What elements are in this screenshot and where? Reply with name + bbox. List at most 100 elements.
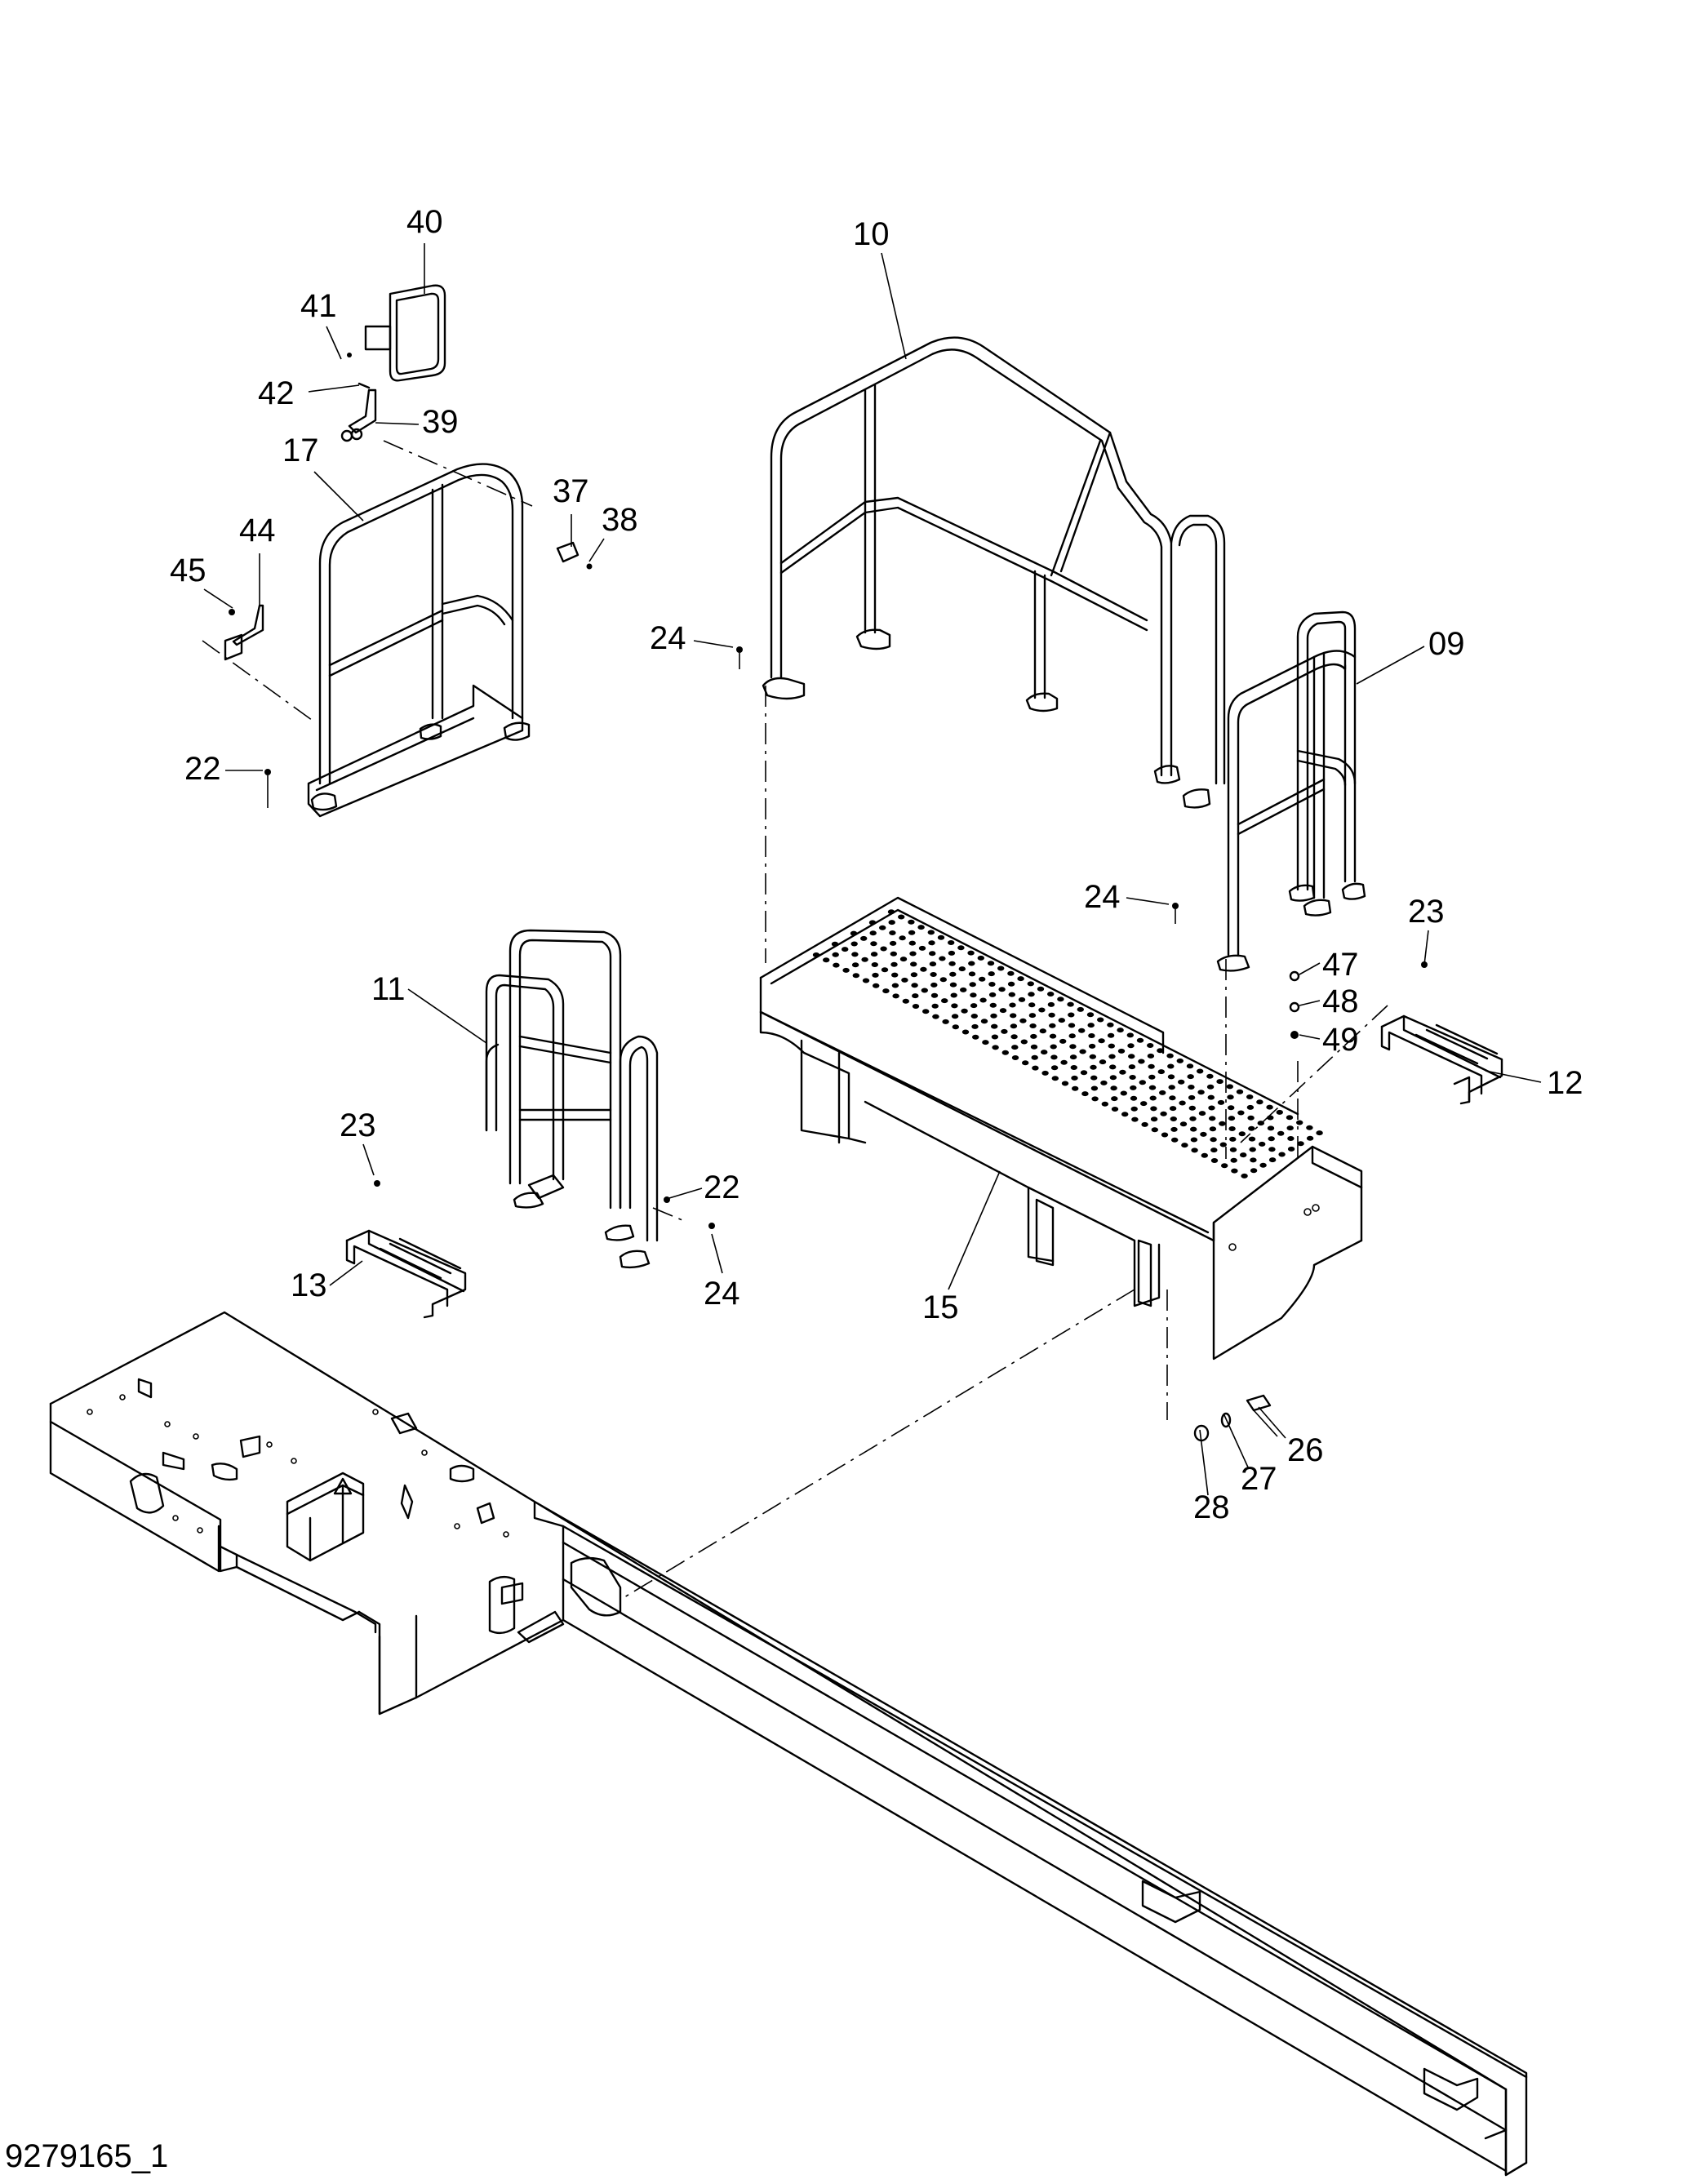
callout-37[interactable]: 37 xyxy=(553,473,589,509)
callout-15[interactable]: 15 xyxy=(922,1290,959,1325)
perforation-hole xyxy=(1206,1084,1215,1090)
perforation-hole xyxy=(891,972,899,978)
guardrail-part-10[interactable] xyxy=(762,336,1226,809)
perforation-hole xyxy=(833,962,840,968)
perforation-hole xyxy=(1047,1001,1055,1007)
perforation-hole xyxy=(1210,1137,1217,1143)
perforation-hole xyxy=(1247,1115,1255,1121)
perforation-hole xyxy=(1069,1044,1077,1050)
callout-17[interactable]: 17 xyxy=(282,433,319,468)
perforation-hole xyxy=(1188,1085,1195,1090)
mirror-arm-part-39[interactable] xyxy=(340,382,377,442)
bracket-part-37[interactable] xyxy=(556,541,593,570)
platform-part-15[interactable] xyxy=(759,896,1363,1361)
perforation-hole xyxy=(1077,1006,1085,1012)
perforation-hole xyxy=(1028,1002,1036,1008)
perforation-hole xyxy=(1088,1043,1096,1049)
perforation-hole xyxy=(1070,1065,1078,1070)
perforation-hole xyxy=(1231,1168,1238,1174)
perforation-hole xyxy=(1157,1069,1166,1075)
perforation-hole xyxy=(1191,1147,1198,1153)
mirror-part-40[interactable] xyxy=(347,284,446,382)
bracket-part-44[interactable] xyxy=(224,604,264,661)
perforation-hole xyxy=(1259,1141,1266,1147)
callout-42[interactable]: 42 xyxy=(258,375,295,411)
callout-24-upper[interactable]: 24 xyxy=(650,620,686,656)
perforation-hole xyxy=(1048,1012,1055,1018)
chassis-frame[interactable] xyxy=(49,1311,1528,2177)
perforation-hole xyxy=(1168,1085,1175,1090)
callout-49[interactable]: 49 xyxy=(1322,1022,1359,1058)
perforation-hole xyxy=(1286,1115,1294,1121)
callout-48[interactable]: 48 xyxy=(1322,983,1359,1019)
perforation-hole xyxy=(1179,1121,1188,1127)
perforation-hole xyxy=(1276,1109,1284,1115)
callout-44[interactable]: 44 xyxy=(239,513,276,548)
perforation-hole xyxy=(1010,1023,1018,1029)
callout-26[interactable]: 26 xyxy=(1287,1432,1324,1468)
perforation-hole xyxy=(1229,1147,1237,1152)
perforation-hole xyxy=(988,982,996,987)
callout-24-lower[interactable]: 24 xyxy=(704,1276,740,1312)
perforation-hole xyxy=(890,961,898,967)
leader-lines xyxy=(203,243,1542,1496)
perforation-hole xyxy=(1229,1136,1237,1142)
callout-23-right[interactable]: 23 xyxy=(1408,894,1445,930)
perforation-hole xyxy=(1130,1106,1138,1112)
perforation-hole xyxy=(1068,1012,1075,1018)
perforation-hole xyxy=(882,988,890,994)
callout-12[interactable]: 12 xyxy=(1547,1065,1583,1101)
callout-41[interactable]: 41 xyxy=(300,288,337,324)
step-part-12[interactable] xyxy=(1380,961,1503,1105)
perforation-hole xyxy=(937,934,945,940)
perforation-hole xyxy=(1210,1158,1219,1163)
callout-28[interactable]: 28 xyxy=(1193,1489,1230,1525)
callout-22-lower[interactable]: 22 xyxy=(704,1170,740,1205)
perforation-hole xyxy=(987,961,995,966)
callout-40[interactable]: 40 xyxy=(406,204,443,240)
perforation-hole xyxy=(1010,1034,1018,1040)
perforation-hole xyxy=(1009,1002,1016,1008)
perforation-hole xyxy=(1297,1141,1304,1147)
perforation-hole xyxy=(890,951,898,957)
handrail-part-09[interactable] xyxy=(1216,610,1366,972)
perforation-hole xyxy=(842,947,849,952)
perforation-hole xyxy=(1109,1075,1117,1081)
perforation-hole xyxy=(1188,1094,1196,1100)
perforation-hole xyxy=(1266,1104,1273,1110)
perforation-hole xyxy=(1126,1032,1135,1038)
perforation-hole xyxy=(969,982,976,988)
perforation-hole xyxy=(899,935,906,941)
callout-27[interactable]: 27 xyxy=(1241,1461,1277,1497)
perforation-hole xyxy=(823,957,830,963)
perforation-hole xyxy=(998,987,1006,992)
perforation-hole xyxy=(1200,1131,1207,1137)
perforation-hole xyxy=(1249,1147,1256,1152)
perforation-hole xyxy=(1071,1075,1078,1081)
perforation-hole xyxy=(1238,1131,1246,1137)
handrail-part-17[interactable] xyxy=(307,463,531,818)
perforation-hole xyxy=(1038,1007,1046,1013)
step-part-13[interactable] xyxy=(345,1180,467,1319)
callout-24-middle[interactable]: 24 xyxy=(1084,879,1121,915)
callout-47[interactable]: 47 xyxy=(1322,947,1359,983)
perforation-hole xyxy=(1171,1137,1179,1143)
callout-09[interactable]: 09 xyxy=(1428,626,1465,662)
callout-23-left[interactable]: 23 xyxy=(340,1108,376,1143)
perforation-hole xyxy=(1057,997,1064,1002)
callout-38[interactable]: 38 xyxy=(602,502,638,538)
callout-45[interactable]: 45 xyxy=(170,553,207,588)
callout-39[interactable]: 39 xyxy=(422,404,459,440)
perforation-hole xyxy=(928,940,935,946)
callout-11[interactable]: 11 xyxy=(371,971,406,1007)
handrail-part-11[interactable] xyxy=(485,929,715,1269)
callout-13[interactable]: 13 xyxy=(291,1267,327,1303)
perforation-hole xyxy=(971,1023,979,1029)
perforation-hole xyxy=(1139,1080,1147,1085)
perforation-hole xyxy=(1169,1106,1177,1112)
perforation-hole xyxy=(917,925,925,930)
perforation-hole xyxy=(982,1040,989,1045)
perforation-hole xyxy=(1090,1075,1098,1081)
callout-22-left[interactable]: 22 xyxy=(184,751,221,787)
callout-10[interactable]: 10 xyxy=(853,216,890,252)
